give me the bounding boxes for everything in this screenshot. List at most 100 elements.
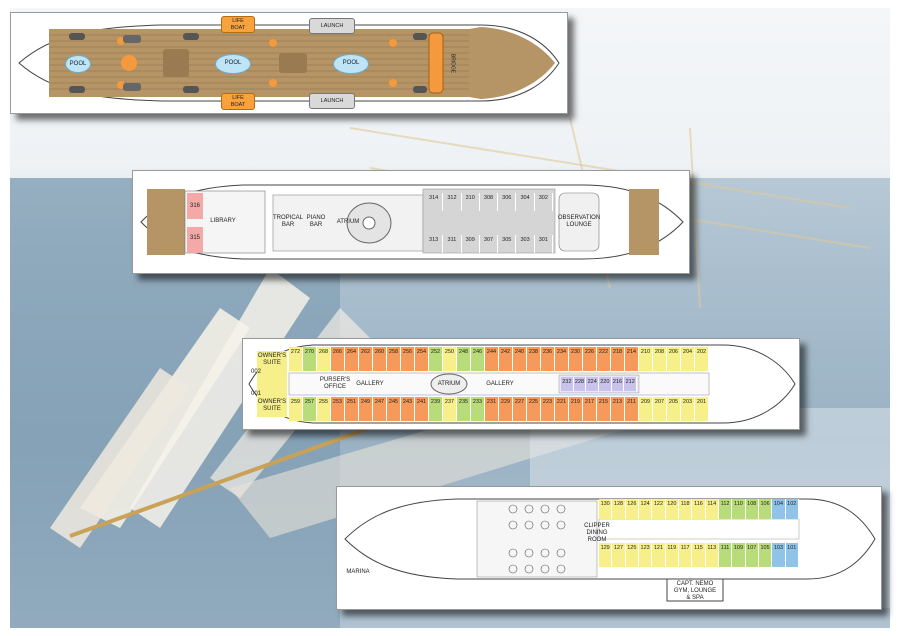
cabin: 313 [425,235,444,253]
cabin-231: 231 [485,397,499,421]
cabin-101: 101 [785,543,799,567]
cabin-204: 204 [681,347,695,371]
cabin-210: 210 [639,347,653,371]
cabin-227: 227 [513,397,527,421]
cabin-241: 241 [415,397,429,421]
cabin-107: 107 [745,543,759,567]
atrium-label-main: ATRIUM [336,219,360,225]
cabin-104: 104 [772,499,786,519]
cabin-233: 233 [471,397,485,421]
cabin-244: 244 [485,347,499,371]
cabin-119: 119 [665,543,679,567]
cabin-208: 208 [653,347,667,371]
launch-top: LAUNCH [309,18,355,34]
piano-bar-label: PIANO BAR [306,215,326,228]
cabin: 305 [498,235,517,253]
cabin-248: 248 [457,347,471,371]
cabin-111: 111 [718,543,733,567]
cabin-222: 222 [597,347,611,371]
cabin-224: 224 [586,377,600,391]
main-deck-plan: LIBRARY 316 315 TROPICAL BAR PIANO BAR A… [132,170,690,274]
launch-bottom: LAUNCH [309,93,355,109]
cabin-110: 110 [732,499,746,519]
cabin-117: 117 [678,543,693,567]
cabin-268: 268 [317,347,331,371]
cabin-232: 232 [561,377,574,391]
cabin-209: 209 [639,397,653,421]
bridge-label: BRIDGE [449,53,456,74]
gallery-right-label: GALLERY [486,381,514,387]
cabin-270: 270 [303,347,317,371]
cabin-205: 205 [667,397,681,421]
cabin: 312 [443,193,462,211]
tropical-bar-label: TROPICAL BAR [272,215,303,228]
cabin: 302 [535,193,553,211]
cabin-213: 213 [611,397,625,421]
owners-suite-top: OWNER'S SUITE [257,353,287,366]
cabin-259: 259 [289,397,303,421]
cabin-250: 250 [443,347,457,371]
cabin: 307 [480,235,499,253]
cabin-120: 120 [665,499,679,519]
cabin: 304 [516,193,535,211]
promenade-deck-plan: OWNER'S SUITE OWNER'S SUITE 002 001 PURS… [242,338,800,430]
cabin-242: 242 [499,347,513,371]
pool-aft: POOL [65,55,91,73]
cabin: 309 [462,235,480,253]
cabin-255: 255 [317,397,331,421]
cabin-230: 230 [569,347,583,371]
cabin-316: 316 [189,203,200,209]
sun-deck-plan: POOL POOL POOL LIFE BOAT LIFE BOAT LAUNC… [10,12,568,114]
cabin-207: 207 [653,397,667,421]
cabin-112: 112 [718,499,733,519]
cabin-253: 253 [331,397,345,421]
cabin-108: 108 [745,499,759,519]
cabin-256: 256 [401,347,415,371]
cabin-214: 214 [625,347,639,371]
cabin-124: 124 [638,499,653,519]
cabin-129: 129 [599,543,613,567]
cabin-217: 217 [583,397,597,421]
cabin-202: 202 [695,347,709,371]
cabin-272: 272 [289,347,303,371]
cabin-243: 243 [401,397,415,421]
cabin-113: 113 [705,543,719,567]
cabin-219: 219 [569,397,583,421]
cabin-206: 206 [667,347,681,371]
main-deck-cabins-top: 314 312 310 308 306 304 302 [425,193,553,211]
cabin: 301 [535,235,553,253]
cabin: 311 [443,235,462,253]
lifeboat-bottom: LIFE BOAT [221,93,255,110]
cabin-247: 247 [373,397,387,421]
cabin-115: 115 [692,543,706,567]
cabin-225: 225 [527,397,541,421]
cabin: 308 [480,193,499,211]
cabin-264: 264 [345,347,359,371]
cabin-245: 245 [387,397,401,421]
cabin-126: 126 [625,499,639,519]
cabin-102: 102 [785,499,799,519]
atrium-label-promenade: ATRIUM [437,381,461,387]
cabin-215: 215 [597,397,611,421]
cabin-127: 127 [612,543,626,567]
cabin-251: 251 [345,397,359,421]
cabin-262: 262 [359,347,373,371]
cabin-220: 220 [599,377,612,391]
cabin-201: 201 [695,397,709,421]
cabin-218: 218 [611,347,625,371]
pool-mid: POOL [215,54,251,74]
cabin-249: 249 [359,397,373,421]
suite-002: 002 [250,369,261,375]
cabin-122: 122 [652,499,666,519]
cabin-228: 228 [573,377,587,391]
cabin-128: 128 [612,499,626,519]
cabin-237: 237 [443,397,457,421]
cabin-123: 123 [638,543,653,567]
cabin: 306 [498,193,517,211]
cabin-315: 315 [189,235,200,241]
